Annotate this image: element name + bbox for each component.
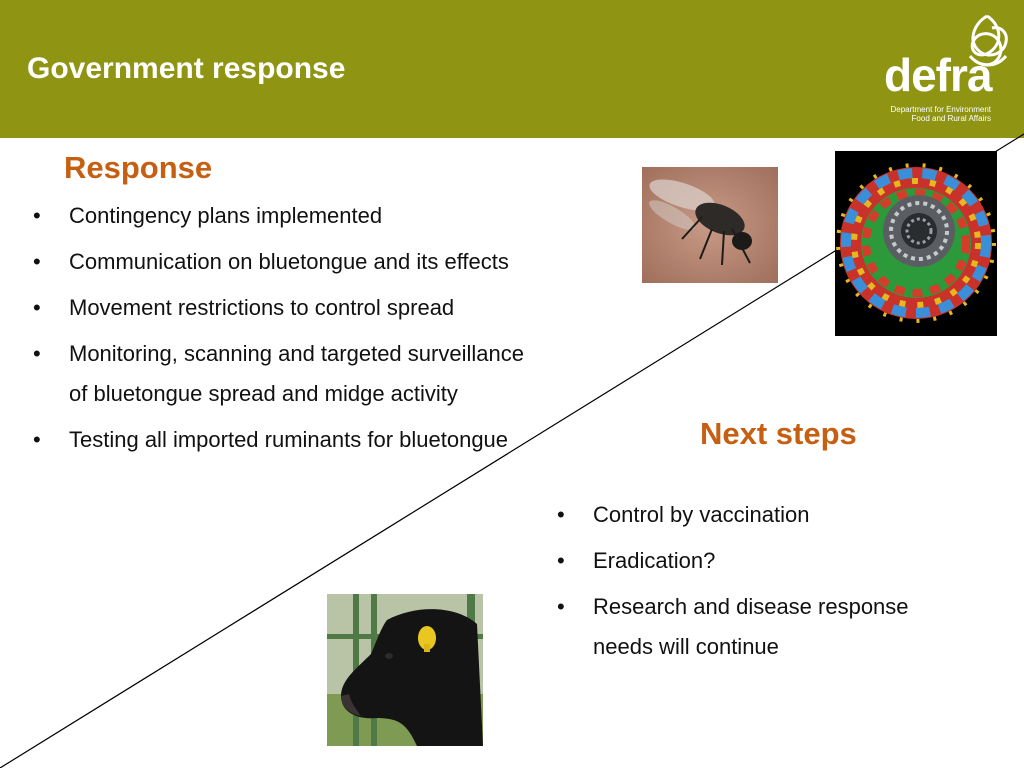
list-item: Monitoring, scanning and targeted survei… (30, 334, 530, 414)
cow-photo (327, 594, 483, 746)
list-item: Movement restrictions to control spread (30, 288, 530, 328)
midge-photo (642, 167, 778, 283)
celtic-knot-icon (968, 14, 1008, 67)
response-list: Contingency plans implemented Communicat… (30, 196, 530, 466)
next-steps-list: Control by vaccination Eradication? Rese… (554, 495, 974, 673)
slide-title: Government response (27, 52, 346, 85)
virus-particle-image (835, 151, 997, 336)
defra-subtitle-line1: Department for Environment (890, 105, 992, 114)
list-item: Research and disease response needs will… (554, 587, 974, 667)
defra-logo: defra Department for Environment Food an… (884, 12, 1014, 127)
list-item: Communication on bluetongue and its effe… (30, 242, 530, 282)
list-item: Testing all imported ruminants for bluet… (30, 420, 530, 460)
defra-wordmark: defra (884, 49, 992, 101)
list-item: Contingency plans implemented (30, 196, 530, 236)
header-bar: Government response defra Department for… (0, 0, 1024, 138)
defra-subtitle: Department for Environment Food and Rura… (886, 105, 992, 123)
list-item: Eradication? (554, 541, 974, 581)
defra-subtitle-line2: Food and Rural Affairs (911, 114, 991, 123)
next-steps-heading: Next steps (700, 416, 857, 451)
response-heading: Response (64, 150, 213, 185)
list-item: Control by vaccination (554, 495, 974, 535)
